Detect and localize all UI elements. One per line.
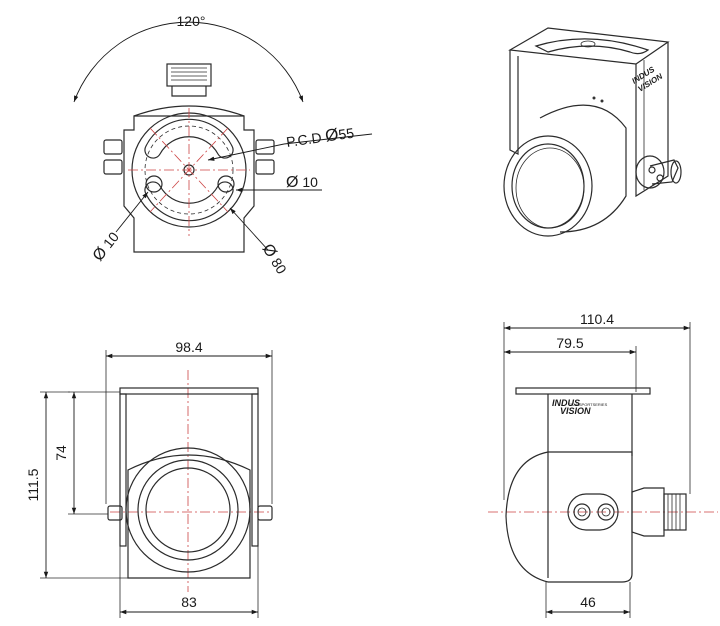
dim-width-top: 98.4 — [175, 339, 202, 355]
outer-label: Ø 80 — [259, 241, 290, 277]
iso-connector-end — [670, 160, 682, 184]
dim-height-inner: 74 — [53, 445, 69, 461]
dim-depth-bottom: 46 — [580, 594, 596, 610]
iso-left-leg — [509, 50, 519, 155]
hole-left — [145, 175, 163, 193]
side-logo-line2: VISION — [560, 406, 591, 416]
side-bracket — [547, 394, 633, 578]
iso-lens-glass — [511, 143, 585, 229]
front-right-leg — [251, 393, 259, 547]
front-lens-ring — [137, 459, 239, 561]
side-connector-body — [631, 487, 665, 537]
angle-arc — [73, 21, 304, 103]
slot-label: Ø 10 — [286, 174, 318, 191]
pcd-label: P.C.D Ø55 — [285, 123, 355, 151]
side-lens-dome — [505, 451, 549, 583]
iso-connector-plate — [635, 155, 665, 189]
side-logo-line1: INDUS — [552, 398, 580, 408]
slot-top — [144, 118, 234, 159]
top-view: 120° P.C.D Ø55 — [73, 13, 373, 277]
side-view: INDUS TRANSPORTSERIES VISION 110.4 79.5 … — [488, 311, 718, 618]
dim-height-total: 111.5 — [25, 468, 41, 501]
bolt-right-bottom — [255, 159, 275, 175]
front-left-leg — [119, 393, 127, 547]
dim-length-bracket: 79.5 — [556, 335, 583, 351]
hole-label: Ø 10 — [90, 229, 123, 265]
iso-housing — [539, 104, 627, 233]
front-housing — [127, 454, 251, 579]
dim-width-bottom: 83 — [181, 594, 197, 610]
front-view: 98.4 74 111.5 83 — [25, 339, 273, 618]
front-bolt-right — [257, 505, 273, 521]
front-top-plate — [119, 387, 259, 395]
iso-view: INDUS VISION — [503, 27, 682, 237]
side-bolt-plate — [567, 493, 619, 531]
iso-lens-bezel — [503, 135, 593, 237]
bolt-right-top — [255, 139, 275, 155]
side-bolt-left — [573, 503, 591, 521]
gland-nut — [166, 63, 212, 87]
side-connector-nut — [663, 493, 687, 531]
side-logo-small: TRANSPORTSERIES — [568, 402, 608, 407]
side-bolt-right — [597, 503, 615, 521]
front-bolt-left — [107, 505, 123, 521]
bolt-left-top — [103, 139, 123, 155]
iso-right-leg — [635, 42, 669, 198]
dim-length-total: 110.4 — [580, 311, 614, 327]
bolt-left-bottom — [103, 159, 123, 175]
hole-right — [217, 175, 235, 193]
angle-label: 120° — [177, 13, 206, 29]
side-top-plate — [515, 387, 651, 395]
base-body — [123, 115, 255, 253]
front-lens-bezel — [125, 447, 251, 573]
side-housing — [548, 451, 633, 583]
front-lens-glass — [145, 467, 231, 553]
slot-bottom — [144, 181, 234, 222]
